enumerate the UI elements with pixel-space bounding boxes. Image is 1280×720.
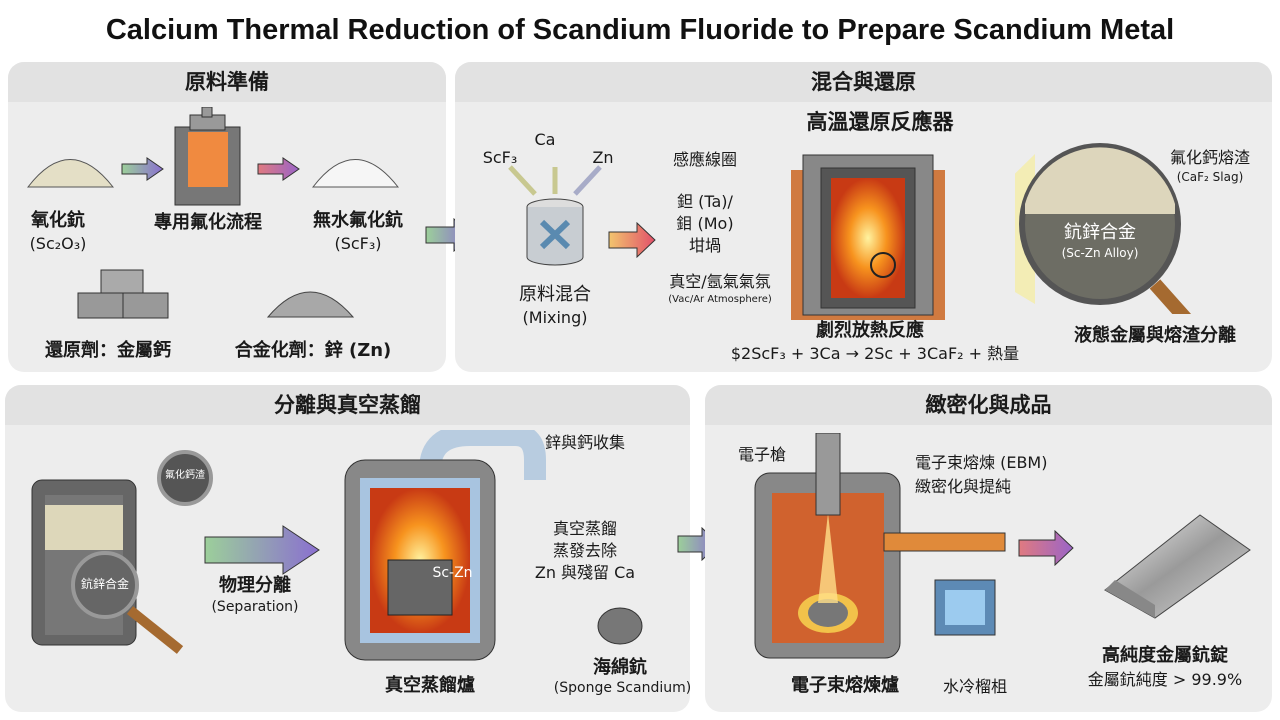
sc-zn-label: Sc-Zn [432, 565, 473, 581]
purity-label: 金屬鈧純度 > 99.9% [1087, 670, 1243, 689]
alloy-label: 鈧鋅合金 [1064, 222, 1136, 243]
water-cooled-hearth-icon [934, 579, 996, 636]
distillation-label-2: 蒸發去除 [552, 541, 617, 560]
ingot-label: 高純度金屬鈧錠 [1102, 645, 1228, 666]
panel-header: 混合與還原 [455, 62, 1272, 102]
slag-label: 氟化鈣熔渣 [1169, 148, 1250, 167]
fluorination-furnace-icon [174, 107, 241, 206]
input-zn: Zn [592, 148, 614, 167]
scandium-ingot-icon [1104, 514, 1251, 619]
sponge-scandium-en-label: (Sponge Scandium) [553, 680, 690, 696]
crucible-label-2: 鉬 (Mo) [676, 214, 734, 233]
electron-gun-label: 電子槍 [737, 445, 786, 464]
arrow-icon [257, 157, 300, 181]
crucible-label-1: 鉭 (Ta)/ [677, 192, 733, 211]
ebm-furnace-label: 電子束熔煉爐 [791, 675, 899, 696]
furnace-label: 真空蒸餾爐 [385, 675, 475, 696]
scandium-fluoride-powder-icon [311, 159, 400, 188]
input-ca: Ca [534, 130, 556, 149]
panel-densification-product: 緻密化與成品 電子槍 電子束熔煉 (EBM) 緻密化與提純 高純度金屬鈧錠 金屬… [705, 385, 1272, 712]
sponge-scandium-label: 海綿鈧 [593, 657, 647, 678]
alloy-small-label: 鈧鋅合金 [80, 577, 129, 591]
collection-label: 鋅與鈣收集 [544, 433, 625, 452]
distillation-label-3: Zn 與殘留 Ca [534, 563, 636, 582]
atmosphere-label: 真空/氬氣氣氛 [669, 272, 771, 291]
magnifier-icon [157, 450, 213, 506]
sponge-scandium-icon [597, 607, 643, 645]
reaction-label: 劇烈放熱反應 [816, 320, 924, 341]
distillation-label-1: 真空蒸餾 [552, 519, 617, 538]
input-arrows-icon [508, 165, 602, 196]
coil-label: 感應線圈 [672, 150, 737, 169]
crucible-label-3: 坩堝 [688, 236, 721, 255]
panel-header: 緻密化與成品 [705, 385, 1272, 425]
arrow-icon [121, 157, 164, 181]
calcium-ingots-icon [77, 269, 169, 319]
physical-separation-en-label: (Separation) [211, 599, 299, 615]
panel-header: 原料準備 [8, 62, 446, 102]
mixing-en-label: (Mixing) [522, 308, 588, 327]
sc2o3-label: 氧化鈧 [31, 210, 85, 231]
panel-raw-materials: 原料準備 氧化鈧 (Sc₂O₃) 專用氟化流程 無水氟化鈧 (ScF₃) 還原劑… [8, 62, 446, 372]
hearth-label: 水冷榴柤 [942, 677, 1007, 696]
mixing-label: 原料混合 [519, 284, 591, 305]
slag-en-label: (CaF₂ Slag) [1176, 170, 1244, 184]
input-scf3: ScF₃ [482, 148, 518, 167]
scf3-label: 無水氟化鈧 [313, 210, 403, 231]
alloying-agent-label: 合金化劑：鋅 (Zn) [234, 340, 392, 361]
panel-mixing-reduction: 混合與還原 高溫還原反應器 ScF₃ Ca Zn 原料混合 (Mixing) 感… [455, 62, 1272, 372]
vacuum-distillation-furnace-icon [344, 430, 546, 661]
zinc-powder-icon [266, 291, 355, 318]
scf3-formula: (ScF₃) [334, 234, 382, 253]
ebm-furnace-icon [754, 433, 1006, 659]
ebm-label-2: 緻密化與提純 [915, 477, 1012, 496]
arrow-icon [608, 222, 656, 258]
ebm-label-1: 電子束熔煉 (EBM) [915, 453, 1048, 472]
arrow-icon [204, 525, 320, 575]
reductant-label: 還原劑：金屬鈣 [45, 340, 171, 361]
scandium-oxide-powder-icon [26, 159, 115, 188]
atmosphere-en-label: (Vac/Ar Atmosphere) [668, 294, 772, 305]
mixing-vessel-icon [526, 198, 584, 266]
sc2o3-formula: (Sc₂O₃) [29, 234, 87, 253]
reaction-equation: $2ScF₃ + 3Ca → 2Sc + 3CaF₂ + 熱量 [730, 344, 1020, 363]
panel-header: 分離與真空蒸餾 [5, 385, 690, 425]
slag-small-label: 氟化鈣渣 [165, 470, 205, 481]
arrow-icon [1018, 530, 1074, 566]
diagram-title: Calcium Thermal Reduction of Scandium Fl… [105, 14, 1175, 46]
separation-label: 液態金屬與熔渣分離 [1074, 325, 1236, 346]
magnifier-icon [71, 551, 184, 654]
panel-separation-distillation: 分離與真空蒸餾 氟化鈣渣 鈧鋅合金 物理分離 (Separation) Sc-Z… [5, 385, 690, 712]
magnifier-icon [1015, 143, 1192, 314]
alloy-en-label: (Sc-Zn Alloy) [1061, 246, 1139, 260]
induction-reactor-icon [791, 154, 945, 320]
reactor-title: 高溫還原反應器 [806, 110, 954, 134]
physical-separation-label: 物理分離 [219, 575, 291, 596]
fluorination-label: 專用氟化流程 [154, 212, 262, 233]
